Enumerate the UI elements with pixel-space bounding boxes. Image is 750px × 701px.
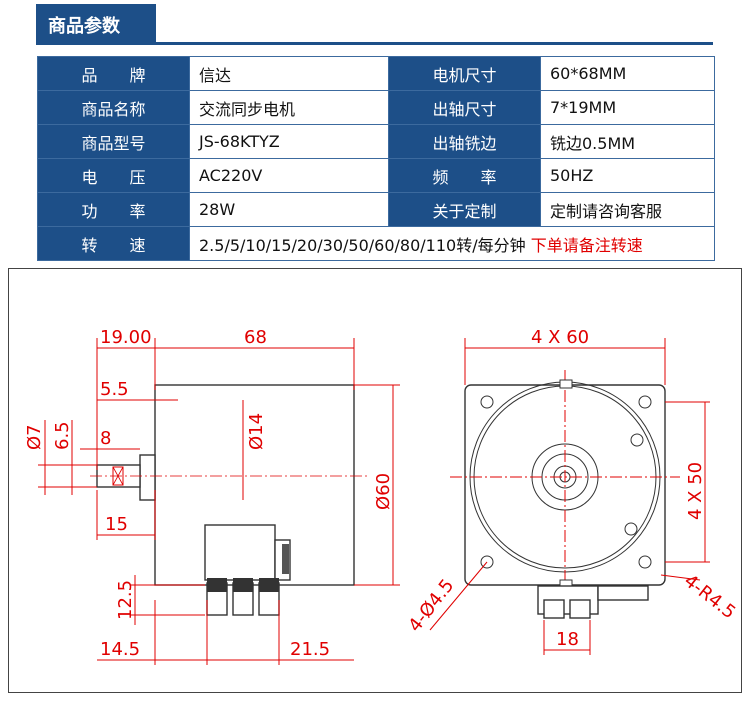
spec-label: 关于定制 xyxy=(388,192,541,227)
spec-value: 铣边0.5MM xyxy=(540,124,715,159)
speed-values: 2.5/5/10/15/20/30/50/60/80/110转/每分钟 xyxy=(199,235,526,255)
table-row: 商品名称 交流同步电机 出轴尺寸 7*19MM xyxy=(37,90,715,125)
spec-value: 50HZ xyxy=(540,158,715,193)
spec-value: 定制请咨询客服 xyxy=(540,192,715,227)
clamp-hatch xyxy=(282,544,289,574)
header-tab: 商品参数 xyxy=(36,4,156,44)
mount-hole xyxy=(638,555,652,569)
spec-label: 电机尺寸 xyxy=(388,56,541,91)
spec-label: 品 牌 xyxy=(37,56,190,91)
mount-hole xyxy=(638,395,652,409)
capacitor-front xyxy=(597,585,649,601)
header-underline xyxy=(36,42,713,45)
dim-12-5: 12.5 xyxy=(115,580,136,620)
dim-19: 19.00 xyxy=(100,327,152,348)
side-dimensions: 19.00 68 5.5 Ø7 6.5 8 15 Ø14 Ø60 12.5 14… xyxy=(24,327,400,665)
dim-14-5: 14.5 xyxy=(100,639,140,660)
table-row: 商品型号 JS-68KTYZ 出轴铣边 铣边0.5MM xyxy=(37,124,715,159)
small-hole xyxy=(624,522,638,536)
dim-d14: Ø14 xyxy=(246,413,267,450)
mount-hole xyxy=(480,555,494,569)
table-row: 功 率 28W 关于定制 定制请咨询客服 xyxy=(37,192,715,227)
table-row-speed: 转 速 2.5/5/10/15/20/30/50/60/80/110转/每分钟 … xyxy=(37,226,715,261)
spec-value-speed: 2.5/5/10/15/20/30/50/60/80/110转/每分钟 下单请备… xyxy=(189,226,715,261)
spec-label: 出轴铣边 xyxy=(388,124,541,159)
spec-label: 出轴尺寸 xyxy=(388,90,541,125)
spec-table: 品 牌 信达 电机尺寸 60*68MM 商品名称 交流同步电机 出轴尺寸 7*1… xyxy=(37,56,715,261)
spec-value: AC220V xyxy=(189,158,389,193)
spec-value: 信达 xyxy=(189,56,389,91)
section-title: 商品参数 xyxy=(48,16,120,37)
spec-label: 功 率 xyxy=(37,192,190,227)
dim-15: 15 xyxy=(105,514,128,535)
spec-value: 交流同步电机 xyxy=(189,90,389,125)
mount-hole xyxy=(480,395,494,409)
spec-label: 商品名称 xyxy=(37,90,190,125)
dim-8: 8 xyxy=(100,428,111,449)
capacitor-box xyxy=(204,524,276,581)
header-bar: 商品参数 xyxy=(0,0,750,45)
terminal-cap xyxy=(259,578,279,592)
terminal-front xyxy=(569,599,591,619)
dim-18: 18 xyxy=(556,629,579,650)
spec-value: 7*19MM xyxy=(540,90,715,125)
shaft-boss xyxy=(139,454,156,501)
dim-68: 68 xyxy=(244,327,267,348)
dim-6-5: 6.5 xyxy=(52,421,73,450)
speed-note: 下单请备注转速 xyxy=(530,235,643,255)
dim-4-r4-5: 4-R4.5 xyxy=(680,570,739,623)
small-hole xyxy=(630,433,644,447)
side-view xyxy=(90,384,370,616)
spec-value: JS-68KTYZ xyxy=(189,124,389,159)
dim-4x60: 4 X 60 xyxy=(531,327,589,348)
terminal-cap xyxy=(233,578,253,592)
dim-4x50: 4 X 50 xyxy=(685,462,706,520)
terminal-cap xyxy=(207,578,227,592)
diagram-frame xyxy=(8,268,742,693)
terminal-front xyxy=(543,599,565,619)
dim-d60: Ø60 xyxy=(373,473,394,510)
spec-value: 28W xyxy=(189,192,389,227)
dim-d7: Ø7 xyxy=(24,424,45,450)
dim-5-5: 5.5 xyxy=(100,379,129,400)
front-view xyxy=(450,370,680,619)
dim-21-5: 21.5 xyxy=(290,639,330,660)
spec-label: 转 速 xyxy=(37,226,190,261)
